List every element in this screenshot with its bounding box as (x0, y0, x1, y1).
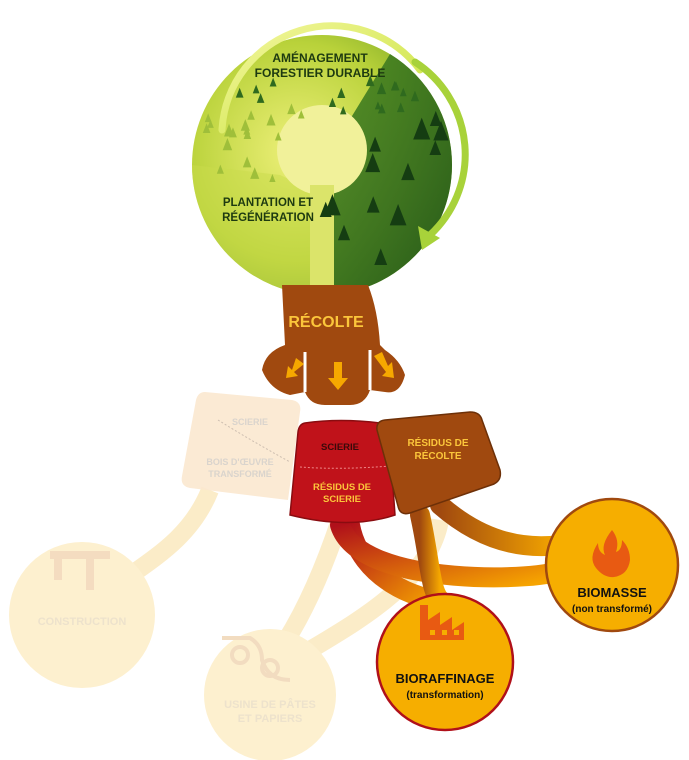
harvest-shape: RÉCOLTE (262, 285, 405, 405)
harvest-label: RÉCOLTE (288, 312, 364, 331)
sawmill-top: SCIERIE (321, 442, 359, 453)
clearing-center (277, 105, 367, 195)
forest-management-circle: AMÉNAGEMENT FORESTIER DURABLE PLANTATION… (192, 26, 465, 295)
forest-title-line2: FORESTIER DURABLE (255, 66, 386, 80)
faded-sawmill-shape: SCIERIE BOIS D'ŒUVRE TRANSFORMÉ (182, 392, 301, 500)
biorefining-label: BIORAFFINAGE (396, 671, 495, 686)
biorefining-sub: (transformation) (406, 690, 483, 701)
sawmill-residue-line2: SCIERIE (323, 494, 361, 505)
biorefining-node: BIORAFFINAGE (transformation) (377, 594, 513, 730)
harvest-residue-line2: RÉCOLTE (414, 449, 461, 462)
harvest-residue-shape: RÉSIDUS DE RÉCOLTE (377, 412, 501, 514)
biomass-node: BIOMASSE (non transformé) (546, 499, 678, 631)
construction-node: CONSTRUCTION (9, 542, 155, 688)
biomass-label: BIOMASSE (577, 585, 647, 600)
forest-title-line1: AMÉNAGEMENT (272, 50, 368, 65)
harvest-residue-line1: RÉSIDUS DE (407, 436, 468, 449)
pulp-line1: USINE DE PÂTES (224, 698, 316, 711)
pulp-paper-node: USINE DE PÂTES ET PAPIERS (204, 629, 336, 760)
biomass-sub: (non transformé) (572, 604, 652, 615)
plantation-line2: RÉGÉNÉRATION (222, 211, 314, 224)
sawmill-residue-line1: RÉSIDUS DE (313, 482, 371, 493)
faded-sawmill-top: SCIERIE (232, 417, 268, 427)
faded-sawmill-bottom2: TRANSFORMÉ (208, 469, 272, 479)
faded-sawmill-bottom1: BOIS D'ŒUVRE (206, 457, 273, 467)
construction-label: CONSTRUCTION (38, 616, 127, 628)
plantation-line1: PLANTATION ET (223, 197, 313, 209)
pulp-line2: ET PAPIERS (238, 713, 303, 725)
